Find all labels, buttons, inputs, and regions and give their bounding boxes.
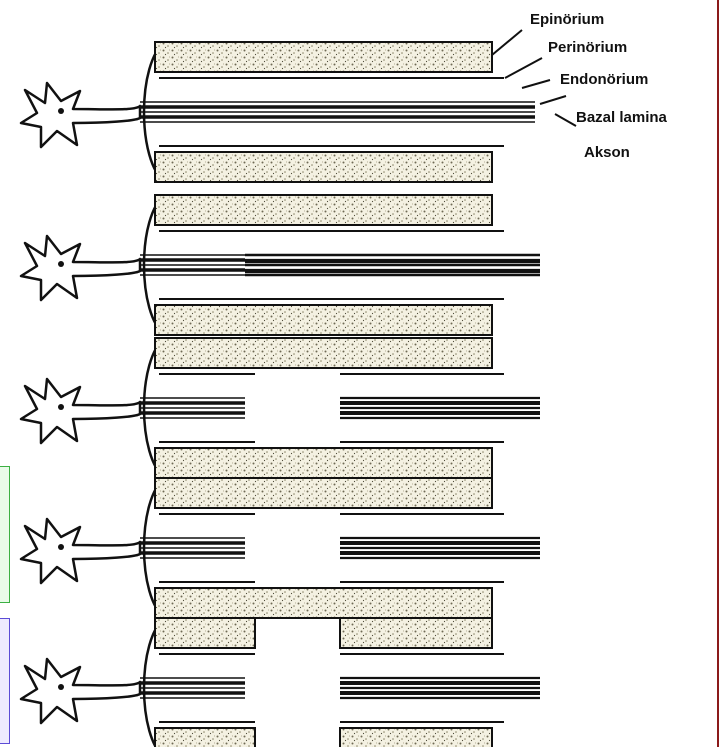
neuron-cell-body: [21, 236, 140, 300]
nerve-stage-5: [21, 618, 540, 747]
nerve-stage-2: [21, 195, 540, 335]
epineurium-upper: [155, 338, 492, 368]
neuron-nucleus: [58, 544, 64, 550]
epineurium-lower: [155, 448, 492, 478]
epineurium-upper: [155, 42, 492, 72]
nerve-stage-4: [21, 478, 540, 618]
epineurium-lower-proximal: [155, 728, 255, 747]
epineurium-lower: [155, 588, 492, 618]
akson-label: Akson: [584, 144, 630, 161]
epineurium-lower: [155, 305, 492, 335]
neuron-cell-body: [21, 659, 140, 723]
nerve-stage-1: [21, 42, 535, 182]
epineurium-upper-distal: [340, 618, 492, 648]
epinorium-label: Epinörium: [530, 11, 604, 28]
label-layer: Epinörium Perinörium Endonörium Bazal la…: [492, 11, 668, 161]
epineurium-upper: [155, 195, 492, 225]
neuron-cell-body: [21, 83, 140, 147]
epineurium-upper-proximal: [155, 618, 255, 648]
nerve-stage-3: [21, 338, 540, 478]
neuron-nucleus: [58, 108, 64, 114]
stages-layer: [21, 42, 540, 747]
epineurium-lower: [155, 152, 492, 182]
bazal-lamina-label: Bazal lamina: [576, 109, 668, 126]
akson-leader-line: [555, 114, 576, 126]
epinorium-leader-line: [492, 30, 522, 55]
neuron-nucleus: [58, 261, 64, 267]
neuron-cell-body: [21, 519, 140, 583]
perinorium-leader-line: [505, 58, 542, 78]
neuron-cell-body: [21, 379, 140, 443]
epineurium-lower-distal: [340, 728, 492, 747]
endonorium-label: Endonörium: [560, 71, 648, 88]
perinorium-label: Perinörium: [548, 39, 627, 56]
neuron-nucleus: [58, 684, 64, 690]
bazal-lamina-leader-line: [540, 96, 566, 104]
neuron-nucleus: [58, 404, 64, 410]
endonorium-leader-line: [522, 80, 550, 88]
epineurium-upper: [155, 478, 492, 508]
